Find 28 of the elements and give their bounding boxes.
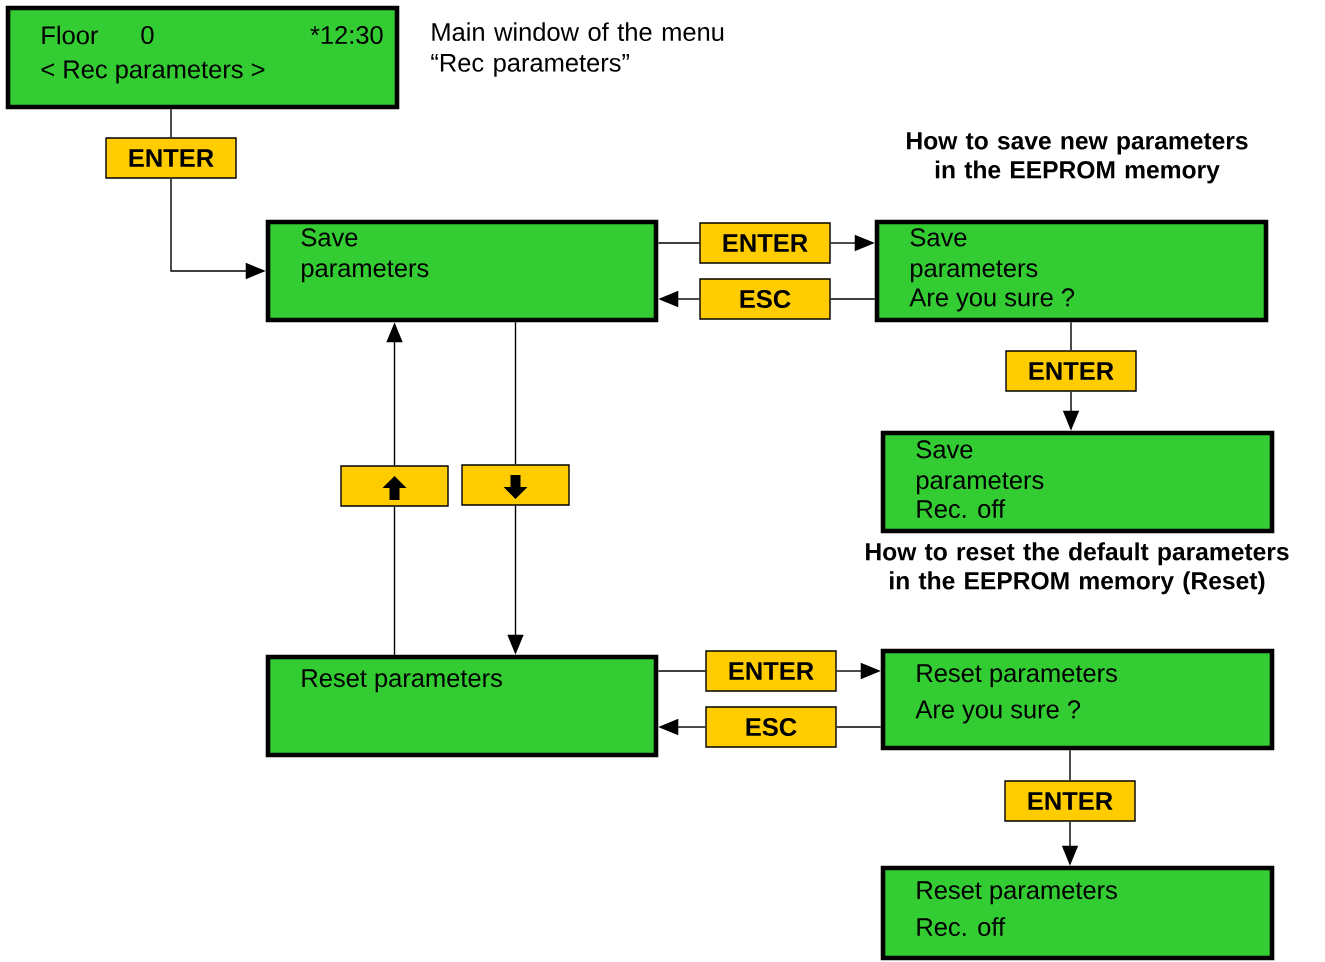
connector-line	[514, 321, 517, 465]
key-button: ENTER	[1004, 780, 1136, 822]
section-heading: How to reset the default parameters in the EEPROM memory (Reset)	[866, 542, 1289, 595]
key-button: ENTER	[105, 137, 237, 179]
connector-line	[830, 298, 876, 300]
lcd-screen: Floor 0 *12:30 < Rec parameters >	[5, 5, 400, 110]
connector-line	[1069, 749, 1071, 781]
connector-line	[657, 670, 706, 672]
screen-caption: Main window of the menu “Rec parameters”	[431, 22, 724, 77]
connector-line	[1070, 321, 1072, 351]
connector-line	[393, 506, 396, 656]
section-heading: How to save new parameters in the EEPROM memory	[907, 132, 1248, 184]
key-button: ESC	[705, 706, 837, 748]
lcd-screen: Reset parameters	[265, 654, 659, 758]
key-button: ENTER	[699, 222, 831, 264]
lcd-screen: Save parameters Rec. off	[880, 430, 1275, 534]
connector-line	[836, 726, 882, 728]
lcd-screen: Reset parameters Are you sure ?	[880, 648, 1275, 751]
lcd-screen: Save parameters	[265, 219, 659, 323]
key-button: ENTER	[705, 650, 837, 692]
key-button: ENTER	[1005, 350, 1137, 392]
key-button	[461, 464, 570, 506]
key-button	[340, 465, 449, 507]
connector-line	[170, 108, 172, 138]
lcd-screen: Reset parameters Rec. off	[880, 865, 1275, 961]
connector-line	[657, 242, 700, 244]
key-button: ESC	[699, 278, 831, 320]
lcd-screen: Save parameters Are you sure ?	[874, 219, 1269, 323]
